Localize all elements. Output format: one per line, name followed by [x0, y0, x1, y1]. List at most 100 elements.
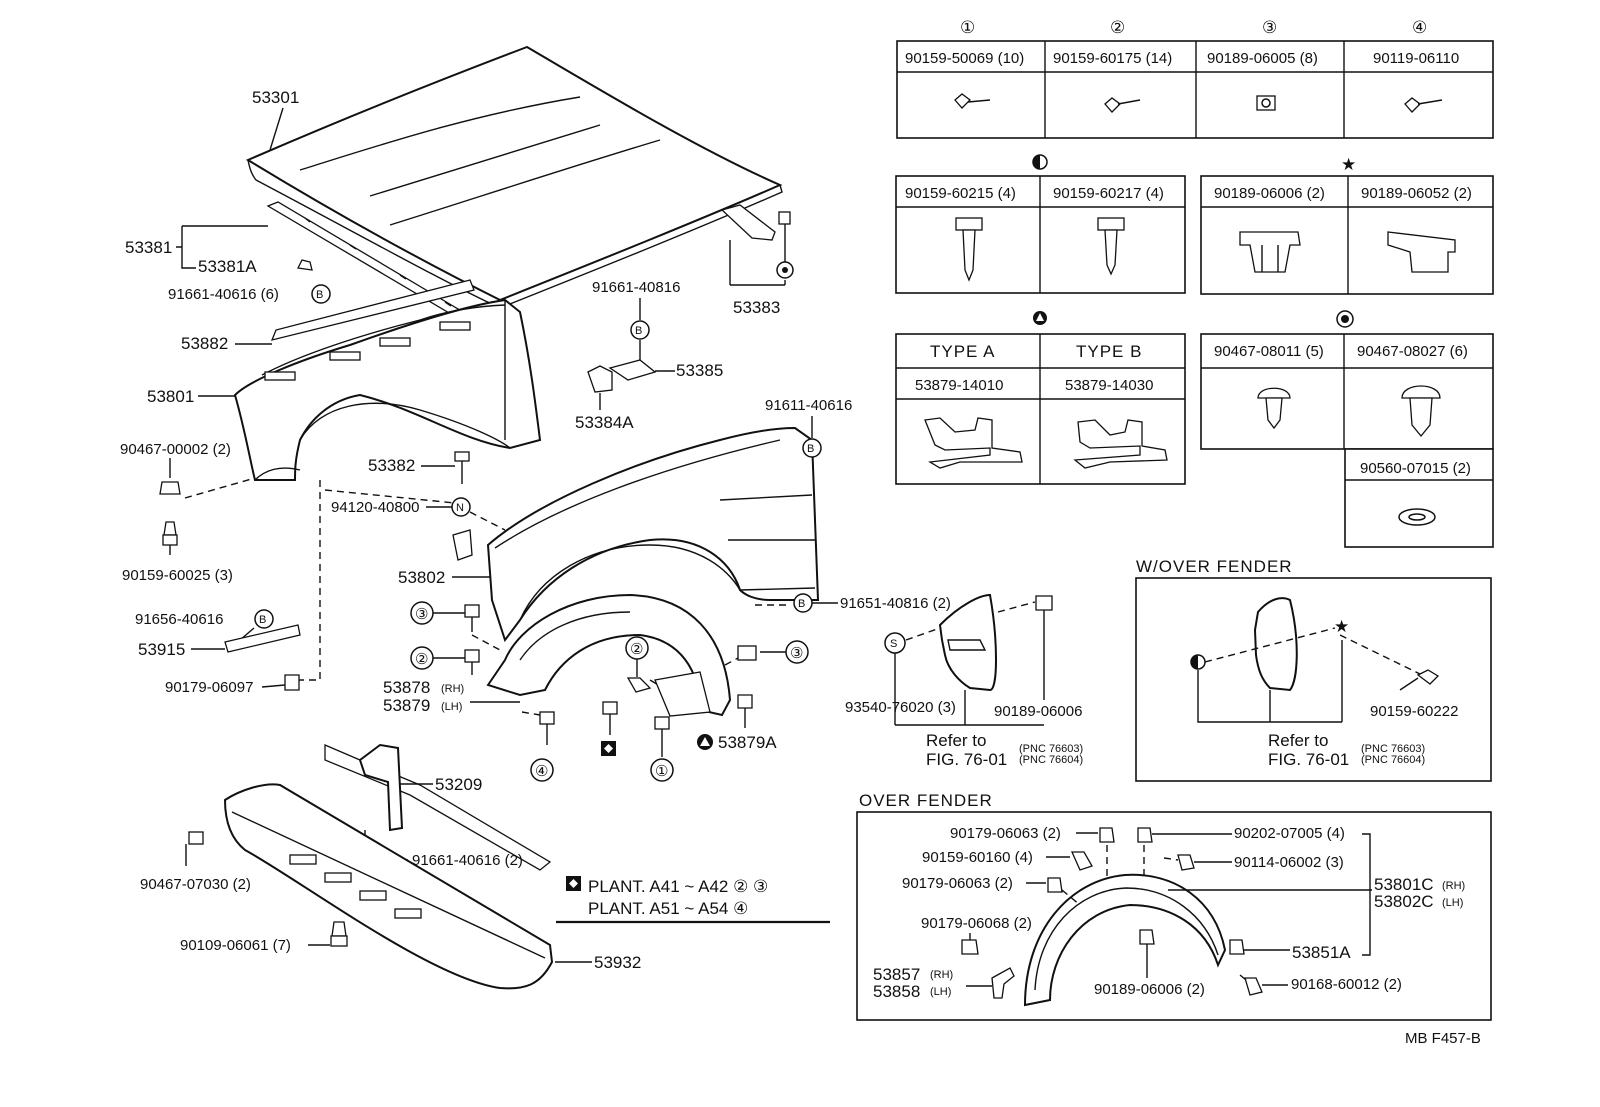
table1-part-3: 90189-06005 (8) — [1207, 50, 1318, 67]
mud-guard-part — [938, 593, 997, 692]
callout-1-a: ① — [650, 758, 674, 782]
star-symbol: ★ — [1341, 155, 1356, 174]
type-a-label: TYPE A — [930, 342, 996, 361]
grommet-2-label: 90467-00002 (2) — [120, 441, 231, 458]
of-right-3: 53801C — [1374, 875, 1434, 894]
n-dash-2 — [469, 511, 506, 531]
type-b-label: TYPE B — [1076, 342, 1142, 361]
table-triangle: TYPE A TYPE B 53879-14010 53879-14030 — [895, 311, 1186, 485]
table-header-2: ② — [1110, 18, 1125, 37]
triangle-clip-callout — [697, 734, 713, 750]
nut-icon-t3 — [1256, 95, 1276, 111]
svg-text:N: N — [456, 502, 464, 514]
of-right-1: 90202-07005 (4) — [1234, 825, 1345, 842]
nut-of-r1 — [1137, 827, 1153, 843]
clip-icon-st1 — [1239, 231, 1301, 273]
of-right-4: 53802C — [1374, 892, 1434, 911]
of-left-5-tag: (RH) — [930, 969, 953, 981]
hood-seal-bracket-line — [176, 225, 268, 269]
nut-of-r5 — [1229, 939, 1245, 955]
half-circle-part-2: 90159-60217 (4) — [1053, 185, 1164, 202]
half-circle-symbol — [1032, 154, 1048, 170]
callout-3-b: ③ — [785, 640, 809, 664]
screw-icon-2 — [464, 604, 480, 632]
fender-rh — [486, 426, 820, 643]
callout-b-2: B — [254, 609, 274, 629]
clip-b6-label: 91661-40616 (6) — [168, 286, 279, 303]
refer-to-2: Refer to — [1268, 731, 1328, 750]
fender-bracket-a-label: 53384A — [575, 413, 634, 432]
nut-icon-1 — [284, 674, 300, 691]
of-left-1: 90179-06063 (2) — [950, 825, 1061, 842]
hood-panel — [245, 45, 783, 309]
spoiler-part — [223, 783, 554, 990]
screw-icon-7 — [654, 716, 670, 757]
callout-b-3: B — [630, 320, 650, 340]
mud-nut-label: 90189-06006 — [994, 703, 1082, 720]
of-left-3: 90179-06063 (2) — [902, 875, 1013, 892]
svg-text:B: B — [807, 443, 814, 455]
half-circle-part-1: 90159-60215 (4) — [905, 185, 1016, 202]
liner-lh-label: 53879 — [383, 696, 430, 715]
nut-of-bottom — [1139, 929, 1155, 945]
fender-bracket-part — [587, 340, 657, 393]
liner-rh-label: 53878 — [383, 678, 430, 697]
ring-symbol — [1336, 310, 1354, 328]
callout-b-4: B — [802, 438, 822, 458]
fender-liner — [486, 593, 732, 717]
of-left-6-tag: (LH) — [930, 986, 951, 998]
fender-apron-lh-label: 53801 — [147, 387, 194, 406]
screw-of-r6 — [1239, 974, 1263, 996]
callout-2-b: ② — [625, 636, 649, 660]
w-over-dash-2 — [1339, 634, 1421, 675]
w-over-bracket-line — [1197, 640, 1343, 723]
stay-53915-label: 53915 — [138, 640, 185, 659]
of-right-2: 90114-06002 (3) — [1234, 854, 1344, 871]
liner-clip-label: 53879A — [718, 733, 777, 752]
nut-of-4 — [961, 939, 979, 955]
hood-label: 53301 — [252, 88, 299, 107]
c3a-dash — [471, 634, 501, 651]
spoiler-label: 53932 — [594, 953, 641, 972]
grommet-icon-2 — [185, 831, 204, 866]
table-header-4: ④ — [1412, 18, 1427, 37]
fender-apron-lh — [233, 298, 542, 481]
callout-s: S — [884, 632, 906, 654]
type-a-part: 53879-14010 — [915, 377, 1003, 394]
screw-icon-8 — [330, 921, 348, 947]
refer-fig-1: FIG. 76-01 — [926, 750, 1007, 769]
table1-part-4: 90119-06110 — [1373, 50, 1459, 67]
callout-2-a: ② — [410, 646, 434, 670]
c3b-dash — [724, 657, 739, 666]
grommet-07030-label: 90467-07030 (2) — [140, 876, 251, 893]
push-clip-icon-1 — [1257, 387, 1291, 430]
hood-hinge-stay — [270, 279, 475, 341]
w-over-half-circle — [1190, 654, 1206, 670]
of-right-6: 90168-60012 (2) — [1291, 976, 1402, 993]
callout-4-a: ④ — [530, 758, 554, 782]
extra-part: 90560-07015 (2) — [1360, 460, 1471, 477]
svg-text:③: ③ — [415, 606, 428, 623]
screw-icon-1 — [162, 521, 178, 555]
plant-note-2: PLANT. A51 ~ A54 ④ — [588, 899, 748, 918]
of-left-4: 90179-06068 (2) — [921, 915, 1032, 932]
svg-text:B: B — [259, 614, 266, 626]
refer-pnc2-1: (PNC 76604) — [1019, 754, 1083, 766]
bolt-icon-hc1 — [955, 217, 983, 282]
svg-text:①: ① — [655, 763, 668, 780]
nut-of-3 — [1047, 877, 1063, 893]
hood-seal-set-label: 53381 — [125, 238, 172, 257]
screw-3-label: 90159-60025 (3) — [122, 567, 233, 584]
of-left-5: 53857 — [873, 965, 920, 984]
of-dash-r2 — [1163, 857, 1179, 861]
w-over-fender-title: W/OVER FENDER — [1136, 557, 1293, 576]
refer-pnc1-2: (PNC 76603) — [1361, 743, 1425, 755]
over-fender-title: OVER FENDER — [859, 791, 993, 810]
seal-clip-icon — [297, 259, 313, 271]
clip-icon-1 — [737, 645, 757, 661]
table-header-3: ③ — [1262, 18, 1277, 37]
nut-06097-leader — [261, 684, 286, 688]
plant-square-icon — [566, 876, 581, 891]
table-header-1: ① — [960, 18, 975, 37]
